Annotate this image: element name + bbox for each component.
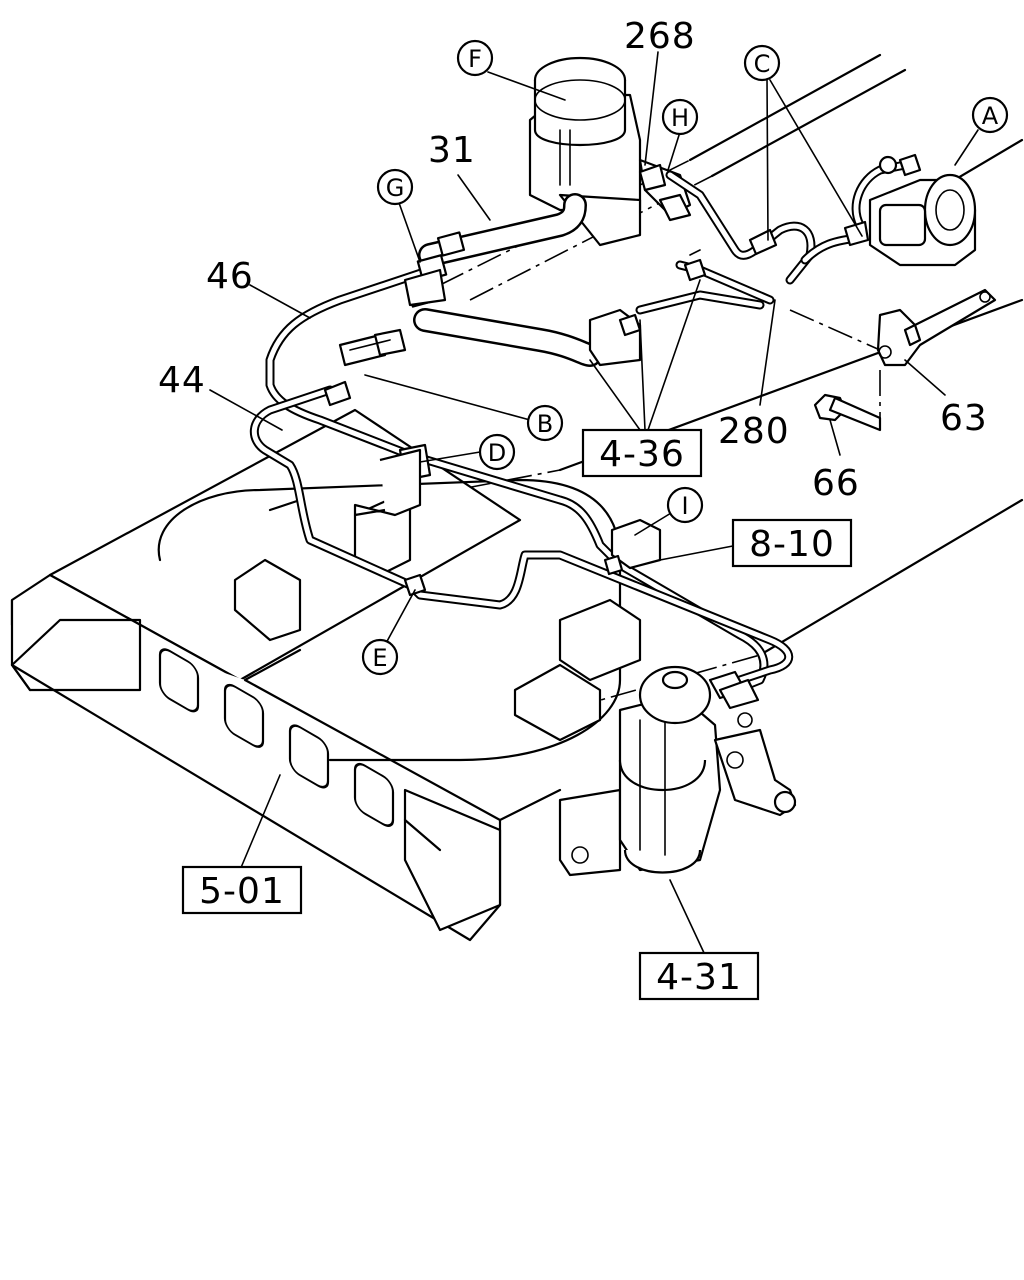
pipe-46: [265, 265, 769, 695]
reservoir-tank: [528, 56, 692, 247]
ref-box-4-36[interactable]: 4-36: [581, 428, 703, 478]
callout-E: E: [361, 638, 399, 676]
ref-box-5-01[interactable]: 5-01: [181, 865, 303, 915]
callout-D: D: [478, 433, 516, 471]
label-63: 63: [940, 398, 988, 439]
steering-gear: [558, 665, 797, 877]
reference-boxes: 4-36 8-10 5-01 4-31: [181, 428, 853, 1001]
label-46: 46: [206, 256, 254, 297]
svg-text:D: D: [488, 439, 506, 467]
suction-hose: [413, 308, 602, 367]
svg-text:E: E: [372, 644, 387, 672]
label-44: 44: [158, 360, 206, 401]
callout-C: C: [743, 44, 781, 82]
svg-text:H: H: [671, 104, 689, 132]
svg-text:4-31: 4-31: [656, 957, 742, 998]
svg-text:4-36: 4-36: [599, 434, 685, 475]
hose-31: [418, 193, 587, 267]
callout-H: H: [661, 98, 699, 136]
ref-box-4-31[interactable]: 4-31: [638, 951, 760, 1001]
label-268: 268: [624, 16, 696, 57]
label-66: 66: [812, 463, 860, 504]
callout-B: B: [526, 404, 564, 442]
svg-text:F: F: [468, 45, 482, 73]
callout-G: G: [376, 168, 414, 206]
svg-text:G: G: [386, 174, 405, 202]
callout-I: I: [666, 486, 704, 524]
svg-text:8-10: 8-10: [749, 524, 835, 565]
fittings: [323, 163, 870, 597]
ref-box-8-10[interactable]: 8-10: [731, 518, 853, 568]
label-31: 31: [428, 130, 476, 171]
chassis-frame: [10, 53, 1024, 942]
callout-A: A: [971, 96, 1009, 134]
svg-text:5-01: 5-01: [199, 871, 285, 912]
part-number-labels: 268 31 46 44 280 63 66: [158, 16, 988, 504]
power-steering-pump: [868, 153, 977, 267]
label-280: 280: [718, 411, 790, 452]
svg-text:A: A: [982, 102, 999, 130]
letter-callouts: F H C A G B D I: [361, 39, 1009, 676]
svg-text:I: I: [681, 492, 688, 520]
callout-F: F: [456, 39, 494, 77]
bracket-63-and-bolt-66: [789, 288, 997, 432]
pipe-44: [249, 385, 794, 685]
svg-text:C: C: [754, 50, 771, 78]
svg-text:B: B: [537, 410, 553, 438]
leader-lines: [209, 51, 979, 956]
